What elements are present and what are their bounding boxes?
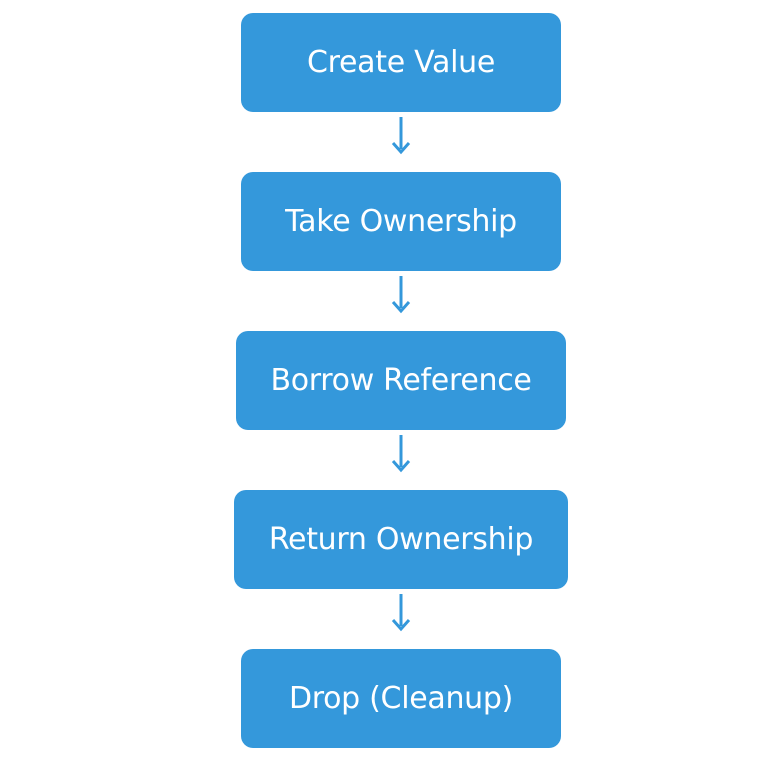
node-borrow-reference: Borrow Reference xyxy=(236,331,566,430)
node-create-value: Create Value xyxy=(241,13,561,112)
arrow-down-icon xyxy=(391,433,411,473)
node-label: Create Value xyxy=(306,45,495,80)
arrow-down-icon xyxy=(391,115,411,155)
node-label: Borrow Reference xyxy=(270,363,532,398)
node-drop-cleanup: Drop (Cleanup) xyxy=(241,649,561,748)
node-label: Take Ownership xyxy=(285,204,517,239)
arrow-down-icon xyxy=(391,274,411,314)
node-return-ownership: Return Ownership xyxy=(234,490,568,589)
node-take-ownership: Take Ownership xyxy=(241,172,561,271)
arrow-down-icon xyxy=(391,592,411,632)
node-label: Return Ownership xyxy=(268,522,534,557)
node-label: Drop (Cleanup) xyxy=(288,681,514,716)
